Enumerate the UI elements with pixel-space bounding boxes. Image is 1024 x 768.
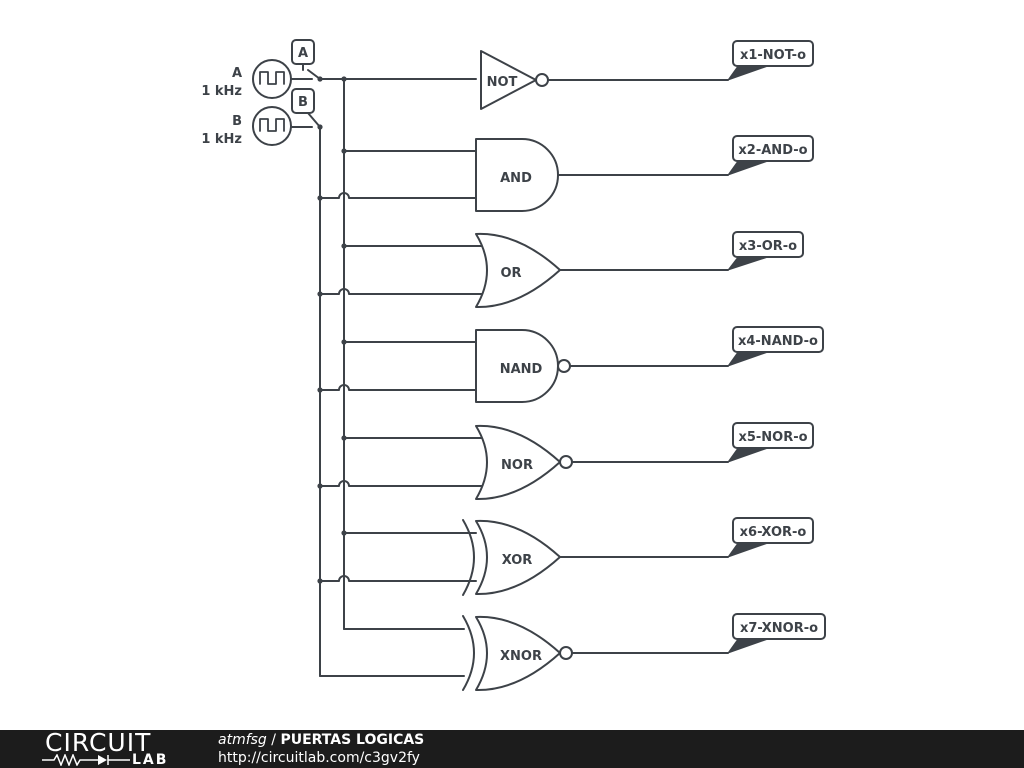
output-flag-5 [727, 422, 814, 463]
source-b[interactable] [252, 106, 313, 146]
output-label-1: x1-NOT-o [740, 48, 806, 63]
nand-gate[interactable] [475, 329, 729, 403]
net-flag-a-label: A [298, 46, 308, 61]
bus-b [319, 126, 465, 677]
source-a-freq: 1 kHz [201, 84, 242, 99]
credit-separator: / [266, 732, 281, 748]
circuit-url-link[interactable]: http://circuitlab.com/c3gv2fy [218, 750, 420, 766]
author-link[interactable]: atmfsg [218, 732, 267, 748]
not-gate-label: NOT [487, 75, 518, 90]
circuit-title: PUERTAS LOGICAS [280, 732, 425, 748]
not-gate[interactable] [480, 50, 729, 110]
or-gate-label: OR [500, 266, 521, 281]
output-flag-1 [727, 40, 814, 81]
net-flag-b [291, 88, 321, 128]
nor-gate-label: NOR [501, 458, 533, 473]
or-gate[interactable] [475, 232, 729, 309]
output-label-6: x6-XOR-o [740, 525, 807, 540]
footer-bar: CIRCUIT LAB atmfsg / PUERTAS LOGICAS htt… [0, 730, 1024, 768]
input-wires-a [343, 150, 486, 534]
output-flag-2 [727, 135, 814, 176]
output-flag-3 [727, 231, 804, 271]
output-label-4: x4-NAND-o [738, 334, 818, 349]
source-b-freq: 1 kHz [201, 132, 242, 147]
source-b-name: B [232, 114, 242, 129]
logo-circuit-text: CIRCUIT [45, 728, 152, 757]
output-flag-6 [727, 517, 814, 558]
source-a[interactable] [252, 59, 313, 99]
nand-gate-label: NAND [500, 362, 543, 377]
and-gate[interactable] [475, 138, 729, 212]
xor-gate-label: XOR [502, 553, 533, 568]
xor-gate[interactable] [462, 519, 729, 596]
nor-gate[interactable] [475, 424, 729, 501]
output-label-7: x7-XNOR-o [740, 621, 818, 636]
source-a-name: A [232, 66, 242, 81]
net-flag-a [291, 39, 321, 80]
xnor-gate[interactable] [462, 615, 729, 692]
logo-lab-text: LAB [132, 752, 169, 768]
logo-resistor-diode-icon [42, 754, 130, 766]
junction-dots [317, 76, 347, 584]
output-label-2: x2-AND-o [738, 143, 807, 158]
output-label-5: x5-NOR-o [738, 430, 807, 445]
output-flag-7 [727, 613, 826, 654]
wire-crossovers [319, 192, 486, 582]
and-gate-label: AND [500, 171, 532, 186]
net-flag-b-label: B [298, 95, 308, 110]
bus-a [319, 78, 477, 630]
credit-block: atmfsg / PUERTAS LOGICAS http://circuitl… [218, 731, 424, 767]
output-label-3: x3-OR-o [739, 239, 797, 254]
output-flag-4 [727, 326, 824, 367]
xnor-gate-label: XNOR [500, 649, 542, 664]
circuitlab-logo[interactable]: CIRCUIT LAB [40, 730, 180, 768]
circuit-schematic: A 1 kHz B 1 kHz A B NOT AND OR NAND NOR … [201, 39, 826, 692]
